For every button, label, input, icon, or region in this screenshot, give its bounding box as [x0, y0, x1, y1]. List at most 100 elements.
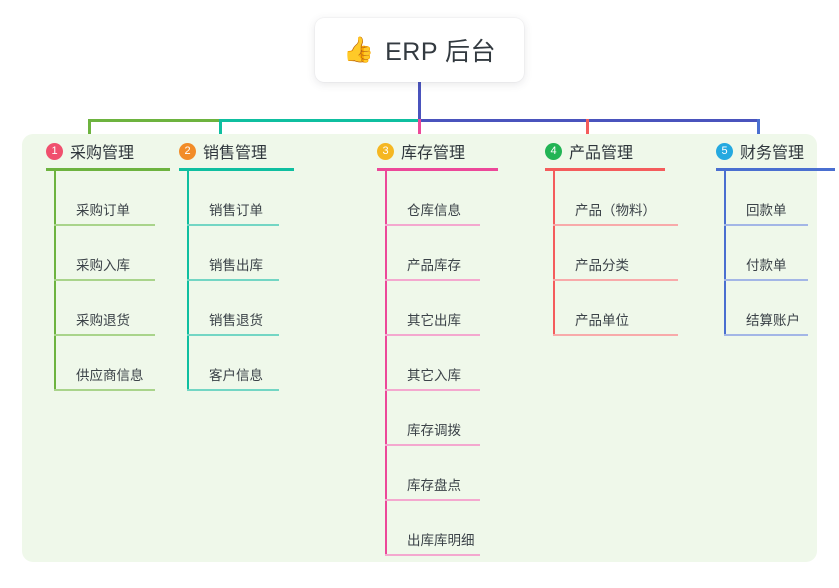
list-item-rule	[54, 224, 155, 226]
list-item-label: 结算账户	[746, 313, 800, 328]
column-3: 3 库存管理仓库信息产品库存其它出库其它入库库存调拨库存盘点出库库明细	[365, 134, 498, 556]
connector-stub-inventory	[418, 119, 421, 143]
list-item-label: 库存盘点	[407, 478, 461, 493]
list-item-rule	[187, 334, 279, 336]
list-item-rule	[553, 334, 678, 336]
list-item-rule	[187, 224, 279, 226]
list-item-label: 出库库明细	[407, 533, 475, 548]
list-item-label: 产品分类	[575, 258, 629, 273]
list-item-label: 付款单	[746, 258, 787, 273]
mindmap-panel: 1 采购管理采购订单采购入库采购退货供应商信息 2 销售管理销售订单销售出库销售退货客…	[22, 134, 835, 562]
column-header-5[interactable]: 5 财务管理	[704, 134, 835, 168]
column-spine	[553, 171, 555, 336]
list-item-label: 采购退货	[76, 313, 130, 328]
list-item-rule	[553, 224, 678, 226]
list-item[interactable]: 销售退货	[187, 281, 294, 336]
list-item[interactable]: 采购退货	[54, 281, 170, 336]
list-item-label: 销售出库	[209, 258, 263, 273]
list-item-rule	[187, 279, 279, 281]
column-items: 产品（物料） 产品分类产品单位	[533, 171, 678, 336]
list-item-label: 其它入库	[407, 368, 461, 383]
list-item[interactable]: 产品（物料）	[553, 171, 678, 226]
column-number-badge: 3	[377, 142, 394, 160]
list-item[interactable]: 出库库明细	[385, 501, 498, 556]
list-item-rule	[724, 334, 808, 336]
list-item-rule	[724, 279, 808, 281]
list-item-rule	[54, 334, 155, 336]
list-item[interactable]: 其它入库	[385, 336, 498, 391]
column-1: 1 采购管理采购订单采购入库采购退货供应商信息	[34, 134, 170, 391]
list-item-label: 产品单位	[575, 313, 629, 328]
connector-bus-blue	[419, 119, 759, 122]
list-item-rule	[385, 554, 480, 556]
column-title: 库存管理	[401, 145, 466, 162]
list-item-label: 供应商信息	[76, 368, 144, 383]
column-header-3[interactable]: 3 库存管理	[365, 134, 498, 168]
thumbs-up-icon: 👍	[342, 35, 375, 64]
connector-root-stem	[418, 81, 421, 122]
list-item-label: 采购入库	[76, 258, 130, 273]
list-item-rule	[187, 389, 279, 391]
column-title: 销售管理	[203, 145, 268, 162]
column-items: 仓库信息产品库存其它出库其它入库库存调拨库存盘点出库库明细	[365, 171, 498, 556]
column-title: 产品管理	[569, 145, 634, 162]
column-spine	[187, 171, 189, 391]
list-item[interactable]: 产品库存	[385, 226, 498, 281]
column-title: 采购管理	[70, 145, 135, 162]
list-item[interactable]: 库存调拨	[385, 391, 498, 446]
column-spine	[724, 171, 726, 336]
column-number-badge: 2	[179, 142, 196, 160]
list-item[interactable]: 结算账户	[724, 281, 835, 336]
list-item-rule	[385, 279, 480, 281]
column-spine	[54, 171, 56, 391]
list-item-rule	[553, 279, 678, 281]
list-item[interactable]: 客户信息	[187, 336, 294, 391]
column-5: 5 财务管理回款单付款单结算账户	[704, 134, 835, 336]
column-header-rule	[179, 168, 294, 171]
list-item[interactable]: 采购订单	[54, 171, 170, 226]
list-item-rule	[54, 279, 155, 281]
column-number-badge: 1	[46, 142, 63, 160]
list-item[interactable]: 付款单	[724, 226, 835, 281]
list-item[interactable]: 产品分类	[553, 226, 678, 281]
list-item[interactable]: 销售出库	[187, 226, 294, 281]
list-item[interactable]: 产品单位	[553, 281, 678, 336]
list-item-rule	[385, 444, 480, 446]
list-item-label: 其它出库	[407, 313, 461, 328]
list-item-label: 客户信息	[209, 368, 263, 383]
list-item[interactable]: 供应商信息	[54, 336, 170, 391]
page-title: ERP 后台	[385, 38, 497, 66]
root-node[interactable]: 👍 ERP 后台	[315, 18, 524, 82]
connector-stub-product	[586, 119, 589, 143]
column-header-1[interactable]: 1 采购管理	[34, 134, 170, 168]
list-item-rule	[54, 389, 155, 391]
column-title: 财务管理	[740, 145, 805, 162]
list-item-label: 销售订单	[209, 203, 263, 218]
list-item[interactable]: 仓库信息	[385, 171, 498, 226]
list-item[interactable]: 其它出库	[385, 281, 498, 336]
connector-bus-teal	[221, 119, 419, 122]
list-item-label: 产品（物料）	[575, 203, 656, 218]
column-spine	[385, 171, 387, 556]
column-4: 4 产品管理产品（物料） 产品分类产品单位	[533, 134, 678, 336]
column-header-4[interactable]: 4 产品管理	[533, 134, 665, 168]
column-header-rule	[46, 168, 170, 171]
list-item[interactable]: 销售订单	[187, 171, 294, 226]
list-item[interactable]: 采购入库	[54, 226, 170, 281]
connector-stub-finance	[757, 119, 760, 143]
connector-bus-green	[88, 119, 221, 122]
list-item[interactable]: 库存盘点	[385, 446, 498, 501]
column-number-badge: 5	[716, 142, 733, 160]
list-item-rule	[385, 224, 480, 226]
column-header-rule	[377, 168, 498, 171]
connector-stub-purchasing	[88, 119, 91, 143]
list-item-label: 采购订单	[76, 203, 130, 218]
column-header-rule	[545, 168, 665, 171]
list-item-rule	[385, 499, 480, 501]
list-item[interactable]: 回款单	[724, 171, 835, 226]
column-items: 销售订单销售出库销售退货客户信息	[167, 171, 294, 391]
column-number-badge: 4	[545, 142, 562, 160]
list-item-label: 仓库信息	[407, 203, 461, 218]
column-header-2[interactable]: 2 销售管理	[167, 134, 294, 168]
root-node-content: 👍 ERP 后台	[343, 32, 496, 68]
